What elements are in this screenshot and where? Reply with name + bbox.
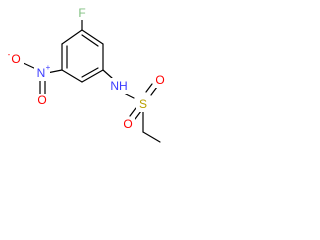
molecule-svg: F N + - O O NH S O O — [6, 6, 167, 143]
ring-bond-top-left — [61, 29, 83, 45]
sulfur-label: S — [139, 97, 147, 111]
amine-label: NH — [110, 79, 127, 93]
sulfonyl-oxygen-top-bond — [150, 86, 158, 96]
nitro-oxygen-left-charge: - — [8, 50, 11, 59]
molecule-drawing: F N + - O O NH S O O — [0, 0, 182, 164]
ring-bond-top-right-inner — [81, 34, 99, 47]
sulfonyl-oxygen-bottom-label: O — [123, 117, 132, 131]
ring-bond-top-right — [81, 29, 104, 45]
nitro-positive-charge: + — [46, 63, 51, 72]
ring-bond-bottom-right — [81, 69, 104, 83]
nitro-oxygen-bottom-label: O — [37, 93, 46, 107]
ring-bond-bottom-left — [61, 69, 83, 83]
sulfonyl-oxygen-bottom-bond-double — [134, 110, 142, 120]
sulfonyl-oxygen-bottom-bond — [129, 107, 137, 117]
nitro-oxygen-left-label: O — [11, 52, 20, 66]
fluorine-label: F — [78, 6, 85, 20]
ring-bond-bottom-right-inner — [81, 67, 99, 78]
sulfonyl-oxygen-top-label: O — [155, 73, 164, 87]
sulfonyl-oxygen-top-bond-double — [145, 83, 153, 93]
aryl-amine-bond — [102, 69, 113, 79]
nitro-nitrogen-label: N — [37, 66, 46, 80]
ethyl-bond — [142, 131, 161, 143]
